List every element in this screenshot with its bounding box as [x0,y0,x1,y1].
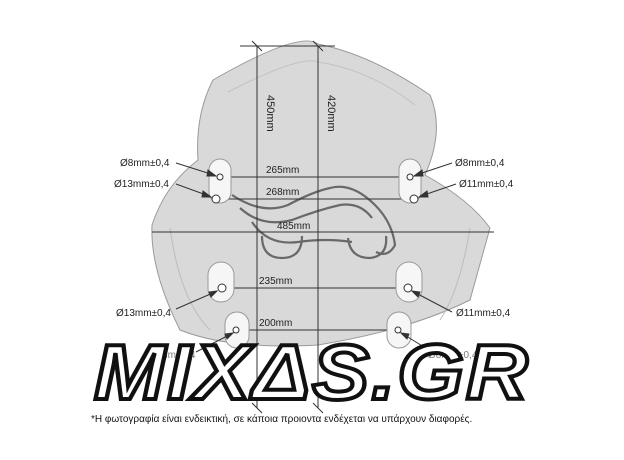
hole-label-bottom-left: Ø13mm±0,4 [116,308,171,319]
mixas-logo: MIXΔS.GR MIXΔS.GR [92,326,530,418]
width-label-268: 268mm [266,187,299,198]
hole-label-bottom-right: Ø11mm±0,4 [456,308,511,319]
mounting-holes [207,158,423,349]
width-label-485: 485mm [277,221,310,232]
height-lines [240,40,335,414]
hole-label-top-left-b: Ø13mm±0,4 [114,179,169,190]
height-label-right: 420mm [325,95,337,132]
logo-text: MIXΔS.GR [94,328,530,416]
hole-label-top-right-a: Ø8mm±0,4 [455,158,505,169]
logo-text-outline: MIXΔS.GR [94,328,530,416]
hole-label-lowest-right: Ø8mm±0,4 [428,350,478,361]
width-lines [152,176,494,331]
leader-arrows [175,162,457,353]
disclaimer-text: *Η φωτογραφία είναι ενδεικτική, σε κάποι… [91,414,473,425]
width-label-200: 200mm [259,318,292,329]
slot-low-left [224,311,250,349]
width-label-235: 235mm [259,276,292,287]
motorcycle-logo-icon [231,185,397,260]
slot-top-right [398,158,422,204]
width-label-265: 265mm [266,165,299,176]
hole-label-lowest-left: Ø8mm±0,4 [146,350,196,361]
hole-label-top-right-b: Ø11mm±0,4 [459,179,514,190]
height-label-left: 450mm [264,95,276,132]
hole-label-top-left-a: Ø8mm±0,4 [120,158,170,169]
slot-top-left [208,158,232,204]
slot-low-right [386,311,412,349]
